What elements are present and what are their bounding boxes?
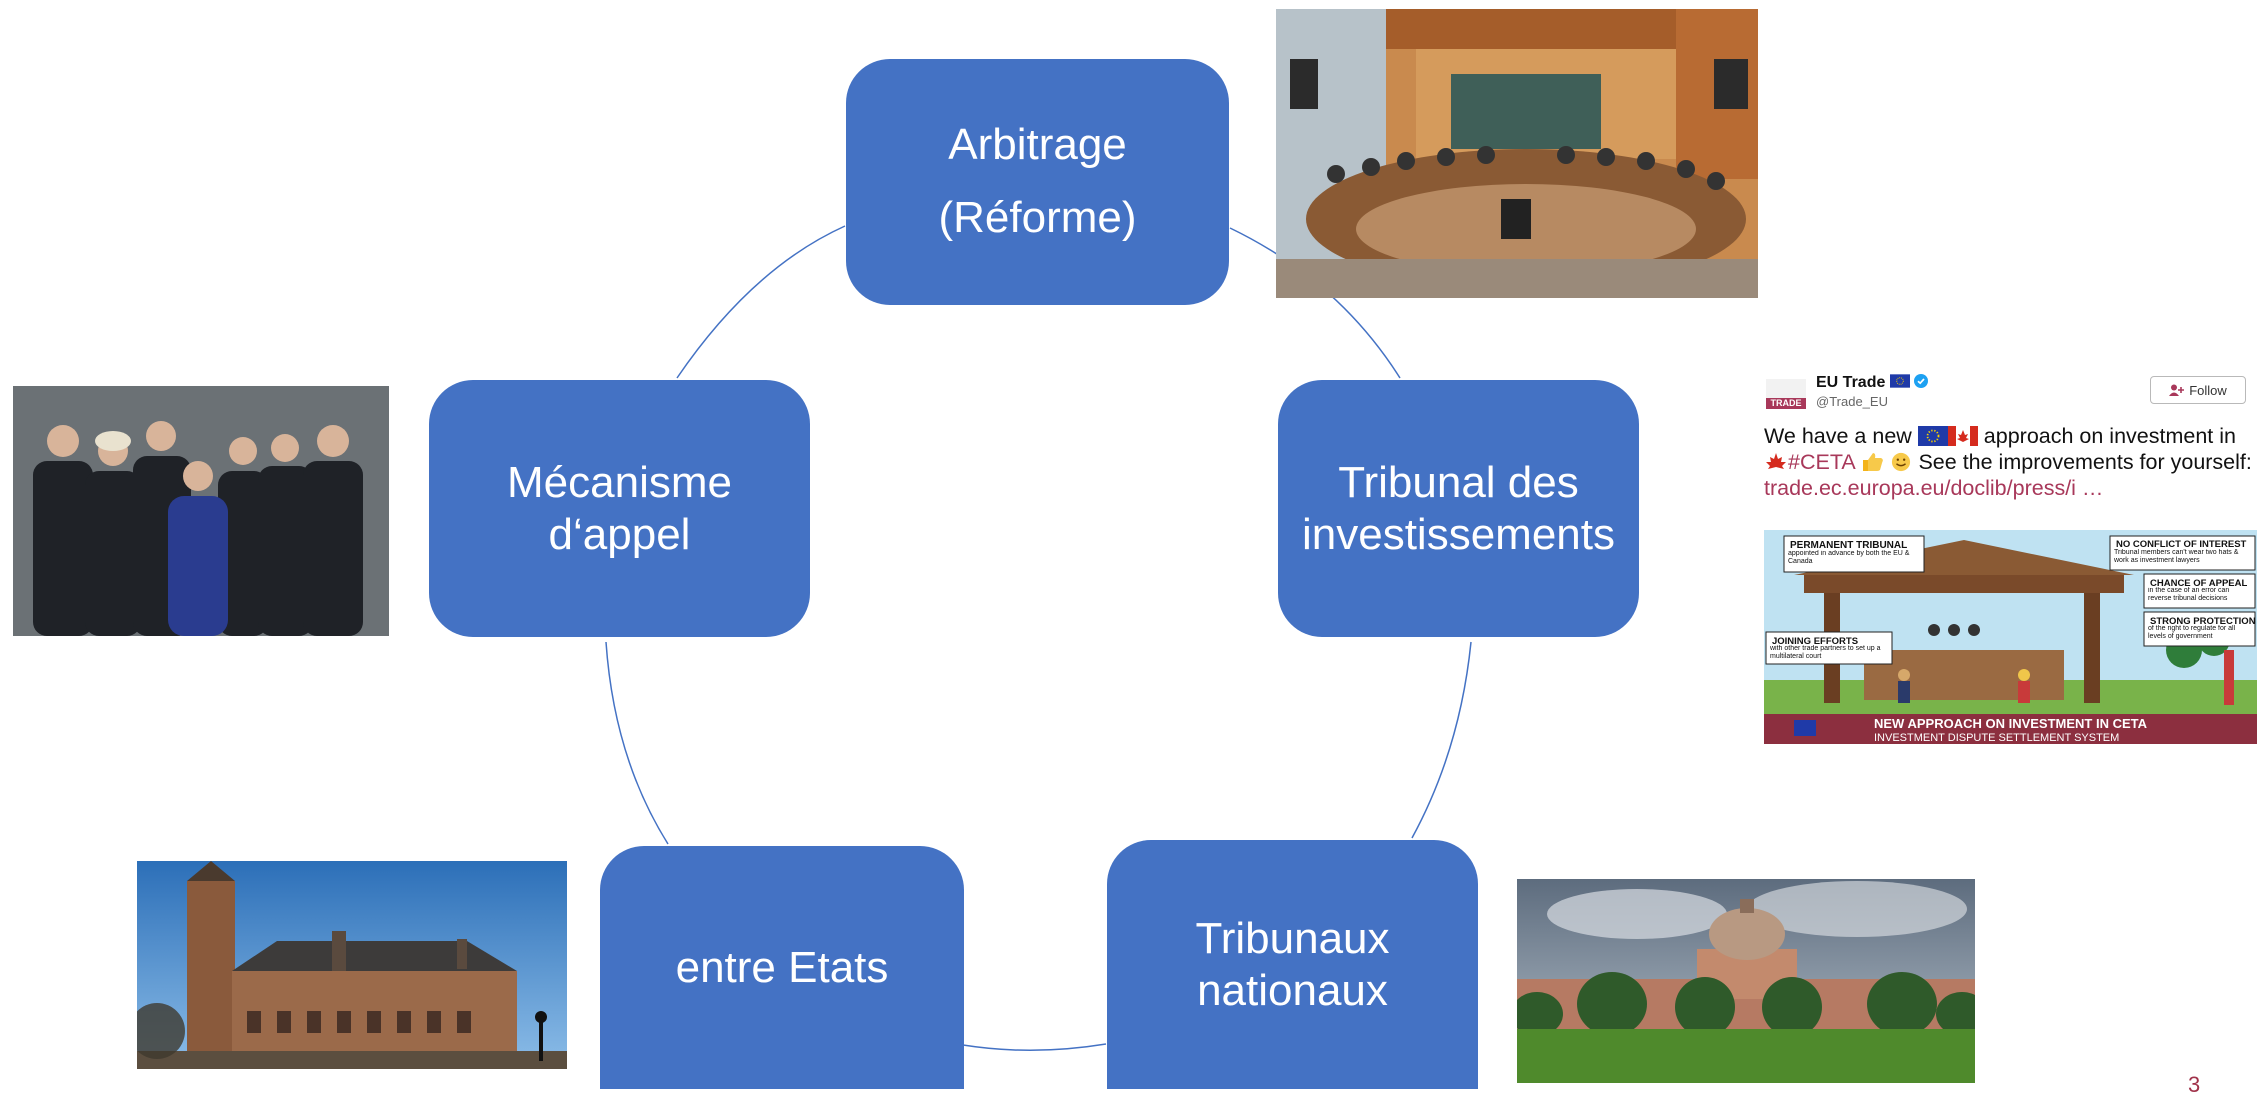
node-mecanisme-appel: Mécanisme d‘appel	[429, 380, 810, 637]
box2-title: NO CONFLICT OF INTEREST	[2116, 539, 2247, 550]
eu-trade-logo: TRADE	[1766, 379, 1806, 409]
hearing-room-photo	[1276, 9, 1758, 298]
node-tribunal-line1: Tribunal des	[1338, 457, 1579, 507]
box4-text: of the right to regulate for all levels …	[2148, 625, 2236, 640]
ceta-infographic[interactable]: PERMANENT TRIBUNAL appointed in advance …	[1764, 530, 2257, 744]
node-mecanisme-line1: Mécanisme	[507, 457, 732, 507]
tweet-text-part2: approach on investment in	[1983, 424, 2236, 448]
ring-arc-nationaux-etats	[962, 1043, 1107, 1052]
supreme-court-photo	[1517, 879, 1975, 1083]
tweet-text-part3: See the improvements for yourself:	[1918, 450, 2252, 474]
node-etats-line1: entre Etats	[675, 942, 889, 992]
ring-arc-tribunal-nationaux	[1411, 641, 1472, 839]
infographic-banner: NEW APPROACH ON INVESTMENT IN CETA INVES…	[1764, 714, 2257, 744]
node-tribunaux-nationaux: Tribunaux nationaux	[1107, 840, 1478, 1089]
banner-line2: INVESTMENT DISPUTE SETTLEMENT SYSTEM	[1874, 732, 2119, 744]
eu-trade-tweet: TRADE EU Trade @Trade_EU Follow We have …	[1762, 373, 2257, 744]
smile-icon	[1892, 452, 1911, 472]
maple-leaf-icon	[1766, 453, 1786, 469]
node-nationaux-line1: Tribunaux	[1195, 913, 1390, 963]
node-tribunal-line2: investissements	[1301, 509, 1615, 559]
infographic-box-protection: STRONG PROTECTION of the right to regula…	[2143, 611, 2256, 647]
node-nationaux-line2: nationaux	[1197, 965, 1388, 1015]
node-mecanisme-line2: d‘appel	[548, 509, 691, 559]
tweet-handle[interactable]: @Trade_EU	[1816, 394, 1888, 409]
banner-line1: NEW APPROACH ON INVESTMENT IN CETA	[1874, 716, 2148, 731]
tweet-link[interactable]: trade.ec.europa.eu/doclib/press/i …	[1764, 476, 2104, 500]
tweet-account-name-text: EU Trade	[1816, 374, 1886, 391]
box2-text: Tribunal members can't wear two hats & w…	[2114, 549, 2239, 564]
box5-text: with other trade partners to set up a mu…	[1770, 645, 1881, 660]
eu-trade-logo-text: TRADE	[1770, 398, 1802, 408]
tweet-text: We have a new approach on investment in …	[1764, 423, 2256, 501]
tweet-account-name[interactable]: EU Trade	[1816, 374, 1929, 392]
tweet-hashtag[interactable]: #CETA	[1788, 450, 1855, 474]
eu-flag-icon	[1917, 426, 1948, 446]
box5-title: JOINING EFFORTS	[1772, 636, 1858, 647]
node-entre-etats: entre Etats	[600, 846, 964, 1089]
group-portrait-photo	[13, 386, 389, 636]
infographic-box-conflict-interest: NO CONFLICT OF INTEREST Tribunal members…	[2109, 535, 2256, 571]
add-user-icon	[2169, 384, 2185, 396]
box3-title: CHANCE OF APPEAL	[2150, 578, 2247, 589]
tweet-text-part1: We have a new	[1764, 424, 1912, 448]
canada-flag-icon	[1947, 426, 1978, 446]
follow-button-label: Follow	[2189, 382, 2227, 398]
box1-text: appointed in advance by both the EU & Ca…	[1788, 550, 1910, 565]
node-arbitrage: Arbitrage (Réforme)	[846, 59, 1229, 305]
node-arbitrage-line1: Arbitrage	[948, 120, 1127, 170]
infographic-box-permanent-tribunal: PERMANENT TRIBUNAL appointed in advance …	[1783, 535, 1925, 573]
peace-palace-photo	[137, 861, 567, 1069]
page-number: 3	[2188, 1072, 2201, 1097]
node-tribunal-investissements: Tribunal des investissements	[1278, 380, 1639, 637]
box1-title: PERMANENT TRIBUNAL	[1790, 540, 1907, 551]
verified-badge-icon	[1914, 374, 1929, 388]
infographic-box-joining-efforts: JOINING EFFORTS with other trade partner…	[1765, 631, 1893, 665]
ring-arc-etats-mecanisme	[605, 641, 669, 845]
ring-arc-mecanisme-arbitrage	[676, 225, 846, 379]
box4-title: STRONG PROTECTION	[2150, 616, 2256, 627]
infographic-box-appeal: CHANCE OF APPEAL in the case of an error…	[2143, 573, 2256, 609]
eu-flag-icon	[1889, 374, 1910, 388]
box3-text: in the case of an error can reverse trib…	[2148, 587, 2230, 602]
thumbs-up-icon	[1862, 453, 1883, 471]
follow-button[interactable]: Follow	[2150, 376, 2246, 404]
node-arbitrage-line2: (Réforme)	[938, 193, 1137, 242]
